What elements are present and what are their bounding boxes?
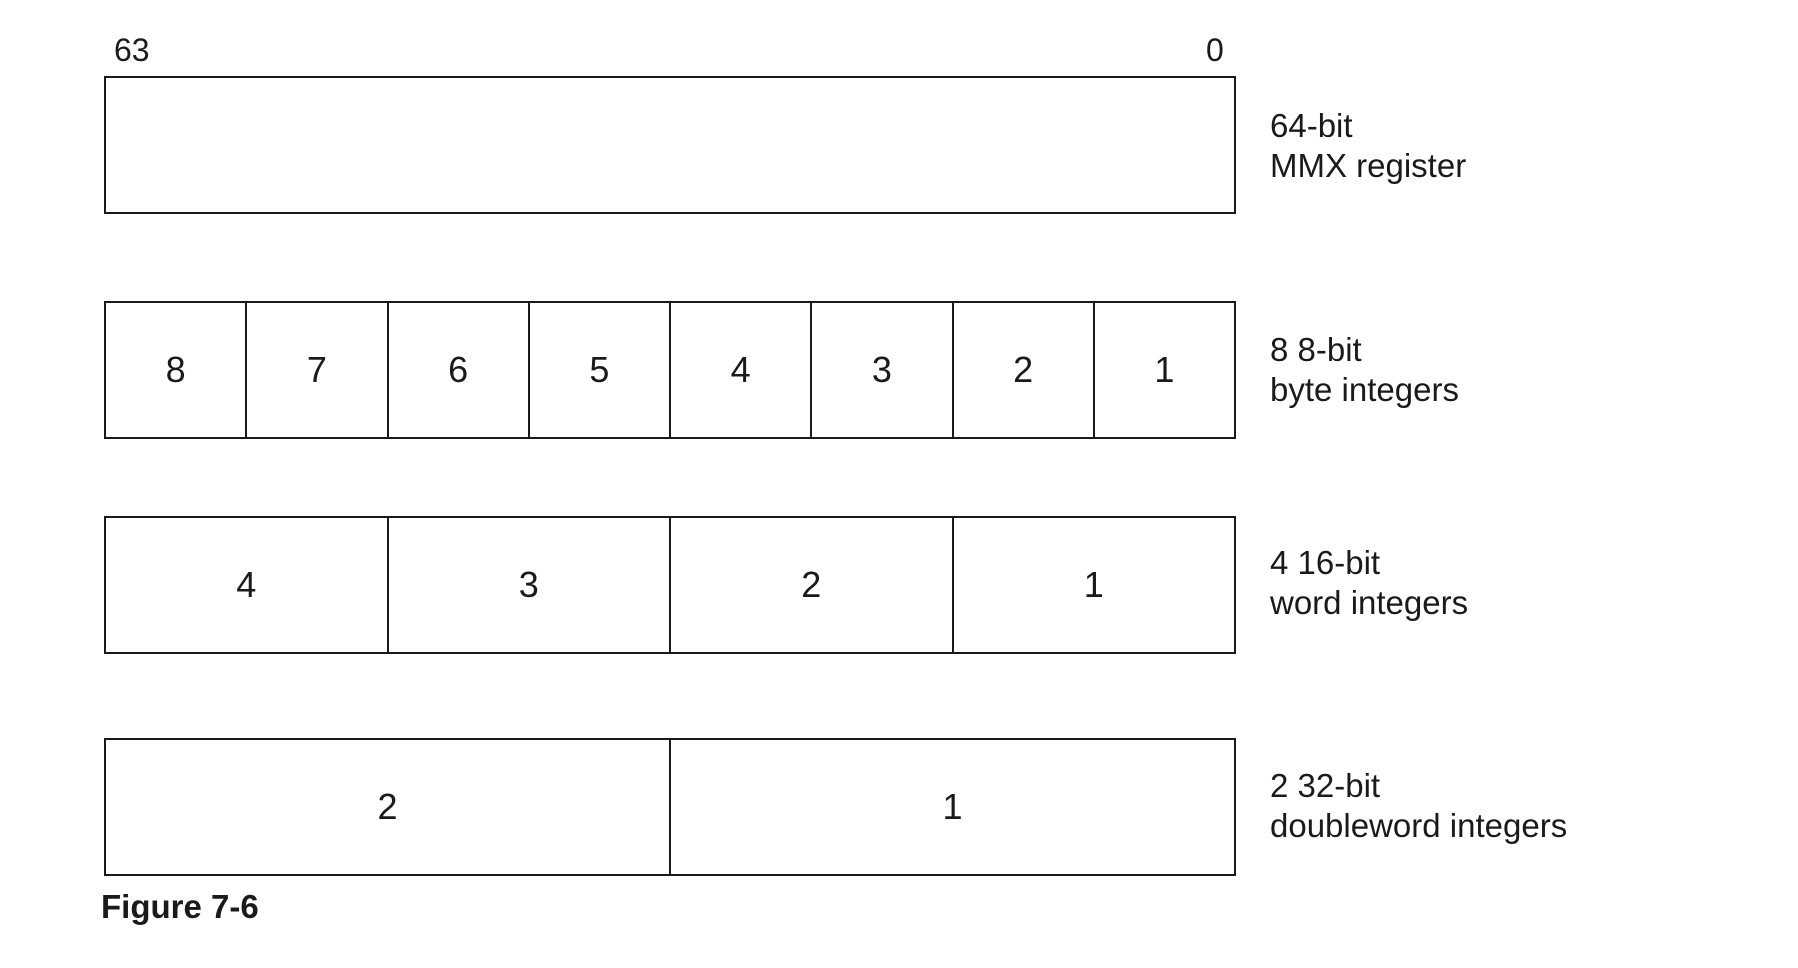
mmx-register-caption-line-2: MMX register <box>1270 147 1467 184</box>
word-integers-caption: 4 16-bit word integers <box>1270 543 1468 623</box>
word-cell: 3 <box>386 518 670 652</box>
mmx-register-caption: 64-bit MMX register <box>1270 106 1466 186</box>
byte-integers-caption: 8 8-bit byte integers <box>1270 330 1459 410</box>
mmx-register-box <box>104 76 1236 214</box>
bit-63-label: 63 <box>114 32 150 68</box>
byte-integers-caption-line-2: byte integers <box>1270 371 1459 408</box>
doubleword-integers-row: 2 1 <box>104 738 1236 876</box>
word-integers-caption-line-2: word integers <box>1270 584 1469 621</box>
doubleword-integers-caption-line-1: 2 32-bit <box>1270 767 1381 804</box>
byte-cell: 1 <box>1092 303 1234 437</box>
byte-cell: 2 <box>951 303 1093 437</box>
byte-cell: 6 <box>386 303 528 437</box>
doubleword-cell: 1 <box>669 740 1234 874</box>
byte-cell: 3 <box>810 303 951 437</box>
bit-0-label: 0 <box>1206 32 1224 68</box>
doubleword-cell: 2 <box>377 786 398 827</box>
word-cell: 2 <box>669 518 952 652</box>
word-integers-caption-line-1: 4 16-bit <box>1270 544 1381 581</box>
word-cell: 1 <box>951 518 1235 652</box>
mmx-register-caption-line-1: 64-bit <box>1270 107 1353 144</box>
byte-cell: 7 <box>245 303 386 437</box>
byte-integers-caption-line-1: 8 8-bit <box>1270 331 1362 368</box>
byte-cell: 4 <box>669 303 810 437</box>
byte-cell: 8 <box>165 349 186 390</box>
doubleword-integers-caption-line-2: doubleword integers <box>1270 807 1568 844</box>
word-integers-row: 4 3 2 1 <box>104 516 1236 654</box>
word-cell: 4 <box>236 564 257 605</box>
figure-caption: Figure 7-6 <box>101 888 259 925</box>
byte-integers-row: 8 7 6 5 4 3 2 1 <box>104 301 1236 439</box>
byte-cell: 5 <box>527 303 669 437</box>
doubleword-integers-caption: 2 32-bit doubleword integers <box>1270 766 1567 846</box>
